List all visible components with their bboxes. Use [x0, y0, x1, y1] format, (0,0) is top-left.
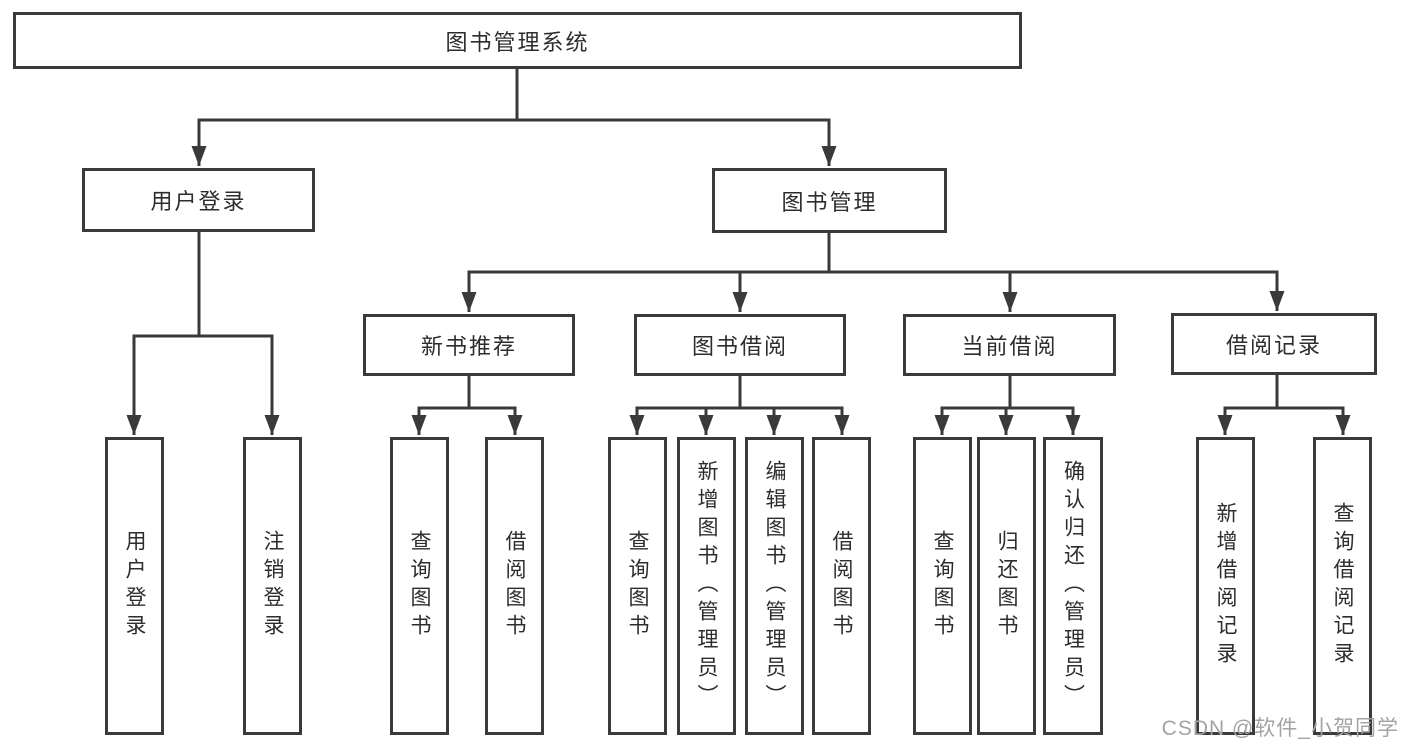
- leaf-recommend-query-books: 查询图书: [390, 437, 449, 735]
- leaf-borrow-books: 借阅图书: [812, 437, 871, 735]
- leaf-return-books: 归还图书: [977, 437, 1036, 735]
- node-library-system: 图书管理系统: [13, 12, 1022, 69]
- leaf-logout: 注销登录: [243, 437, 302, 735]
- csdn-watermark: CSDN @软件_小贺同学: [1161, 717, 1399, 740]
- leaf-user-login: 用户登录: [105, 437, 164, 735]
- node-new-book-recommend: 新书推荐: [363, 314, 575, 376]
- leaf-edit-book-admin: 编辑图书（管理员）: [745, 437, 804, 735]
- node-book-borrow: 图书借阅: [634, 314, 846, 376]
- node-book-management-module: 图书管理: [712, 168, 947, 233]
- leaf-recommend-borrow-books: 借阅图书: [485, 437, 544, 735]
- leaf-add-borrow-record: 新增借阅记录: [1196, 437, 1255, 735]
- node-current-borrow: 当前借阅: [903, 314, 1116, 376]
- leaf-borrow-query-books: 查询图书: [608, 437, 667, 735]
- leaf-add-book-admin: 新增图书（管理员）: [677, 437, 736, 735]
- node-borrow-records: 借阅记录: [1171, 313, 1377, 375]
- node-user-login-module: 用户登录: [82, 168, 315, 232]
- leaf-confirm-return-admin: 确认归还（管理员）: [1043, 437, 1103, 735]
- leaf-query-borrow-record: 查询借阅记录: [1313, 437, 1372, 735]
- leaf-current-query-books: 查询图书: [913, 437, 972, 735]
